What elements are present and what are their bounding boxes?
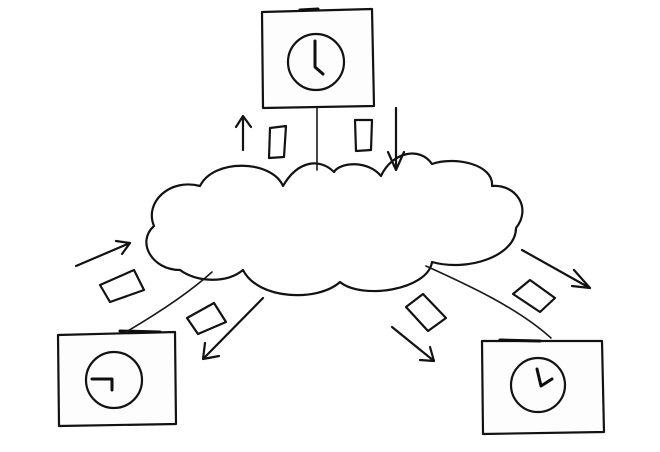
top-node-box [260,7,376,110]
bottom-right-node [480,338,606,436]
down-arrow [386,106,406,172]
message-packet-icon [98,268,146,304]
clock-face [84,350,144,410]
top-node [260,7,376,110]
clock-hands [90,377,114,392]
bottom-right-node-box [480,339,606,436]
clock-face [509,356,567,414]
bottom-right-link [425,265,552,339]
bottom-left-node-box [56,330,178,428]
bottom-left-node [56,329,178,428]
top-node-box-tick [298,7,320,12]
outbound-arrow [390,325,436,363]
clock-face [286,32,346,92]
message-packet-icon [353,118,374,153]
up-arrow [234,114,253,152]
clock-hands [535,367,554,388]
bottom-right-node-box-tick [498,338,542,343]
outbound-arrow [201,296,265,361]
inbound-arrow [520,248,592,290]
cloud-icon [145,152,524,297]
inbound-arrow [74,239,132,268]
clock-hands [313,39,325,76]
message-packet-icon [267,124,288,160]
bottom-left-link [125,271,213,333]
message-packet-icon [404,292,448,333]
message-packet-icon [185,301,228,336]
message-packet-icon [511,278,557,314]
